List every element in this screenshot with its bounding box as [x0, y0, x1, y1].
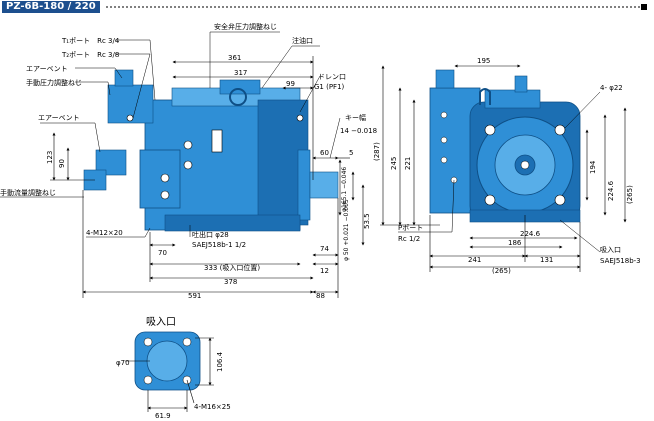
dim-12: 12 — [320, 267, 329, 275]
dim-287: (287) — [373, 142, 381, 161]
t1-port-label: T₁ポート Rc 3/4 — [61, 37, 120, 45]
dim-50: φ 50 +0.021 −0.005 — [343, 199, 350, 261]
dim-194: 194 — [589, 160, 597, 174]
dim-131: 131 — [540, 256, 553, 264]
suction-width-dim: 61.9 — [155, 412, 171, 420]
dim-245: 245 — [390, 157, 398, 170]
side-labels: T₁ポート Rc 3/4 T₂ポート Rc 3/8 エアーベント 手動圧力調整ね… — [0, 22, 377, 300]
suction-spec-label: SAEJ518b-3 — [600, 257, 641, 265]
suction-flange — [134, 331, 201, 391]
dim-60: 60 — [320, 149, 329, 157]
dim-99: 99 — [286, 80, 295, 88]
dim-221: 221 — [404, 157, 412, 170]
page-title: PZ-6B-180 / 220 — [2, 1, 100, 13]
outlet-label: 吐出口 φ28 — [192, 230, 229, 239]
suction-label: 吸入口 — [600, 246, 621, 254]
holes-label: 4- φ22 — [600, 84, 623, 92]
outlet-spec-label: SAEJ518b-1 1/2 — [192, 241, 246, 249]
dim-53-5: 53.5 — [363, 213, 371, 229]
dim-224-6-vertical: 224.6 — [607, 180, 615, 201]
dim-378: 378 — [224, 278, 237, 286]
key-spec-label: 14 −0.018 — [340, 127, 377, 135]
front-leader-lines — [398, 91, 601, 253]
oil-inlet-label: 注油口 — [292, 36, 313, 45]
dim-88: 88 — [316, 292, 325, 300]
dim-70: 70 — [158, 249, 167, 257]
air-vent-top-label: エアーベント — [26, 65, 68, 73]
drain-port-label: ドレン口 — [318, 73, 346, 81]
side-leader-lines — [0, 31, 341, 238]
front-dimension-lines — [380, 64, 627, 272]
suction-dimension-lines — [125, 337, 214, 412]
dim-361: 361 — [228, 54, 241, 62]
manual-flow-label: 手動流量調整ねじ — [0, 188, 56, 197]
side-view: T₁ポート Rc 3/4 T₂ポート Rc 3/8 エアーベント 手動圧力調整ね… — [0, 22, 377, 300]
side-dimension-lines — [50, 56, 365, 298]
dim-165: φ165.1 −0.046 — [341, 167, 348, 212]
dim-5: 5 — [349, 149, 353, 157]
suction-labels: 吸入口 φ70 106.4 4-M16×25 61.9 — [116, 317, 231, 420]
dim-90: 90 — [58, 159, 66, 168]
dim-195: 195 — [477, 57, 490, 65]
dim-265-vertical: (265) — [626, 185, 634, 204]
manual-pressure-label: 手動圧力調整ねじ — [26, 78, 82, 87]
dim-123: 123 — [46, 151, 54, 164]
suction-diameter: φ70 — [116, 359, 130, 367]
suction-detail-title: 吸入口 — [146, 317, 176, 328]
header-end-mark — [641, 4, 647, 10]
front-view: Pポート Rc 1/2 4- φ22 吸入口 SAEJ518b-3 195 (2… — [373, 57, 641, 275]
bolt-label: 4-M12×20 — [86, 229, 123, 237]
suction-height-dim: 106.4 — [216, 351, 224, 372]
t2-port-label: T₂ポート Rc 3/8 — [61, 51, 119, 59]
dim-74: 74 — [320, 245, 329, 253]
dim-224-6-horizontal: 224.6 — [520, 230, 541, 238]
p-spec-label: Rc 1/2 — [398, 235, 420, 243]
drain-spec-label: G1 (PF1) — [314, 83, 345, 91]
front-pump-body — [429, 69, 581, 223]
dim-241: 241 — [468, 256, 481, 264]
safety-valve-label: 安全弁圧力調整ねじ — [214, 22, 277, 31]
air-vent-mid-label: エアーベント — [38, 114, 80, 122]
suction-detail: 吸入口 φ70 106.4 4-M16×25 61.9 — [116, 317, 231, 420]
front-labels: Pポート Rc 1/2 4- φ22 吸入口 SAEJ518b-3 195 (2… — [373, 57, 641, 275]
title-bar: PZ-6B-180 / 220 — [0, 0, 654, 14]
key-groove-label: キー幅 — [345, 113, 366, 122]
dim-317: 317 — [234, 69, 247, 77]
dim-186: 186 — [508, 239, 522, 247]
suction-position-label: 333 (吸入口位置) — [204, 263, 260, 272]
dim-265-horizontal: (265) — [492, 267, 511, 275]
p-port-label: Pポート — [398, 224, 423, 232]
suction-bolt-label: 4-M16×25 — [194, 403, 231, 411]
dim-591: 591 — [188, 292, 201, 300]
side-pump-body — [83, 69, 339, 232]
